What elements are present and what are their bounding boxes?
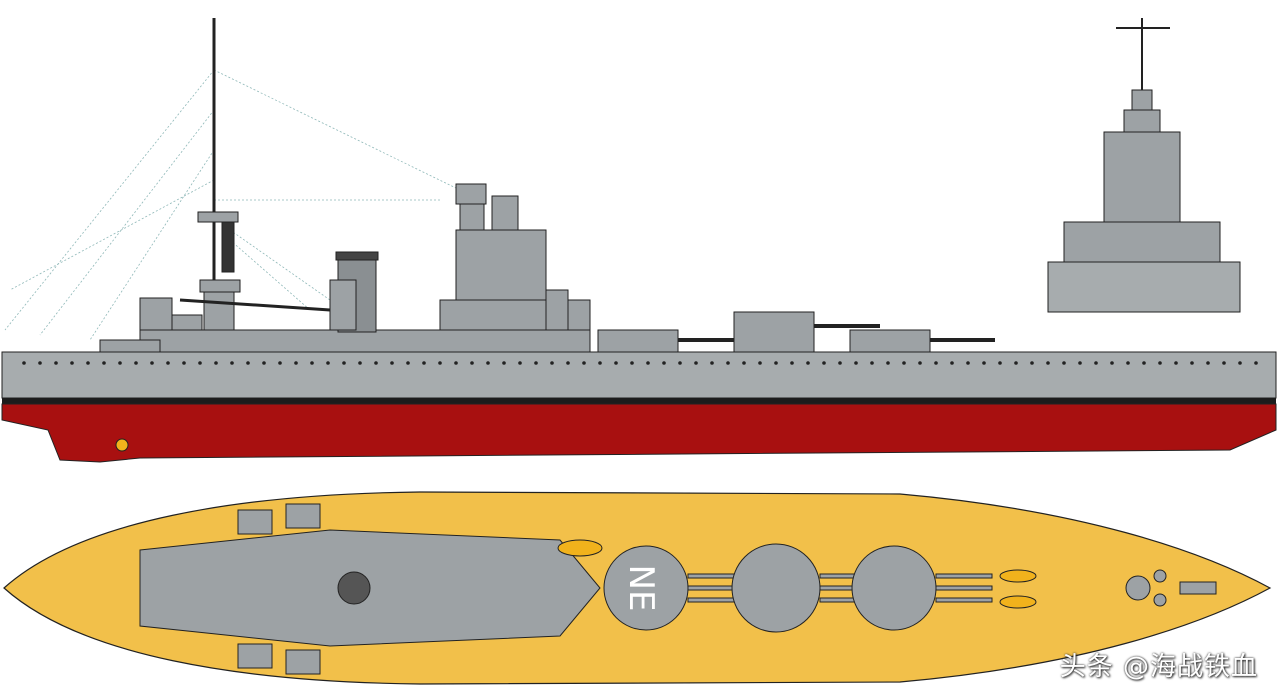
porthole <box>886 361 890 365</box>
main-turrets-side <box>597 311 995 353</box>
porthole <box>1238 361 1242 365</box>
porthole <box>198 361 202 365</box>
turret-marking: NE <box>621 565 661 612</box>
porthole <box>438 361 442 365</box>
porthole <box>102 361 106 365</box>
bow-view <box>1047 18 1241 313</box>
side-profile <box>1 18 1277 463</box>
porthole <box>1158 361 1162 365</box>
porthole <box>1206 361 1210 365</box>
porthole <box>694 361 698 365</box>
hull-upper <box>1 351 1277 399</box>
porthole <box>758 361 762 365</box>
porthole <box>550 361 554 365</box>
porthole <box>118 361 122 365</box>
porthole <box>1062 361 1066 365</box>
porthole <box>934 361 938 365</box>
porthole <box>470 361 474 365</box>
porthole <box>710 361 714 365</box>
watermark: 头条 @海战铁血 <box>1059 652 1258 682</box>
porthole <box>54 361 58 365</box>
main-turrets-deck <box>603 543 993 633</box>
porthole <box>998 361 1002 365</box>
porthole <box>342 361 346 365</box>
porthole <box>966 361 970 365</box>
porthole <box>486 361 490 365</box>
porthole <box>70 361 74 365</box>
porthole <box>166 361 170 365</box>
porthole <box>1222 361 1226 365</box>
bridge-tower <box>439 183 591 331</box>
foremast <box>179 18 331 331</box>
boot-topping <box>2 398 1276 404</box>
porthole <box>86 361 90 365</box>
porthole <box>406 361 410 365</box>
porthole <box>518 361 522 365</box>
porthole <box>1190 361 1194 365</box>
porthole <box>422 361 426 365</box>
porthole <box>1094 361 1098 365</box>
porthole <box>214 361 218 365</box>
porthole <box>1014 361 1018 365</box>
porthole <box>838 361 842 365</box>
porthole <box>502 361 506 365</box>
porthole <box>566 361 570 365</box>
deck-funnel <box>337 571 371 605</box>
porthole <box>742 361 746 365</box>
secondary-turrets <box>237 503 321 675</box>
porthole <box>1110 361 1114 365</box>
bow-fittings <box>1125 569 1217 607</box>
porthole <box>230 361 234 365</box>
porthole <box>902 361 906 365</box>
porthole <box>598 361 602 365</box>
porthole <box>918 361 922 365</box>
porthole <box>982 361 986 365</box>
porthole <box>374 361 378 365</box>
porthole <box>1078 361 1082 365</box>
porthole <box>454 361 458 365</box>
porthole <box>950 361 954 365</box>
porthole <box>390 361 394 365</box>
porthole <box>294 361 298 365</box>
porthole <box>614 361 618 365</box>
porthole <box>726 361 730 365</box>
porthole <box>854 361 858 365</box>
porthole <box>278 361 282 365</box>
deck-plan: NE <box>3 491 1272 685</box>
porthole <box>38 361 42 365</box>
porthole <box>870 361 874 365</box>
porthole <box>1174 361 1178 365</box>
propeller <box>115 438 129 452</box>
porthole <box>1030 361 1034 365</box>
porthole <box>150 361 154 365</box>
hull-red <box>1 403 1277 463</box>
porthole <box>1142 361 1146 365</box>
porthole <box>22 361 26 365</box>
porthole <box>630 361 634 365</box>
porthole <box>774 361 778 365</box>
porthole <box>310 361 314 365</box>
porthole <box>646 361 650 365</box>
porthole <box>182 361 186 365</box>
porthole <box>662 361 666 365</box>
porthole <box>822 361 826 365</box>
porthole <box>358 361 362 365</box>
porthole <box>582 361 586 365</box>
porthole <box>134 361 138 365</box>
funnel <box>329 251 379 333</box>
porthole <box>806 361 810 365</box>
porthole <box>1254 361 1258 365</box>
porthole-row <box>22 361 1258 365</box>
boats <box>557 539 1037 609</box>
porthole <box>326 361 330 365</box>
porthole <box>246 361 250 365</box>
porthole <box>1126 361 1130 365</box>
porthole <box>534 361 538 365</box>
rigging <box>4 69 461 341</box>
porthole <box>678 361 682 365</box>
porthole <box>790 361 794 365</box>
porthole <box>1046 361 1050 365</box>
porthole <box>262 361 266 365</box>
